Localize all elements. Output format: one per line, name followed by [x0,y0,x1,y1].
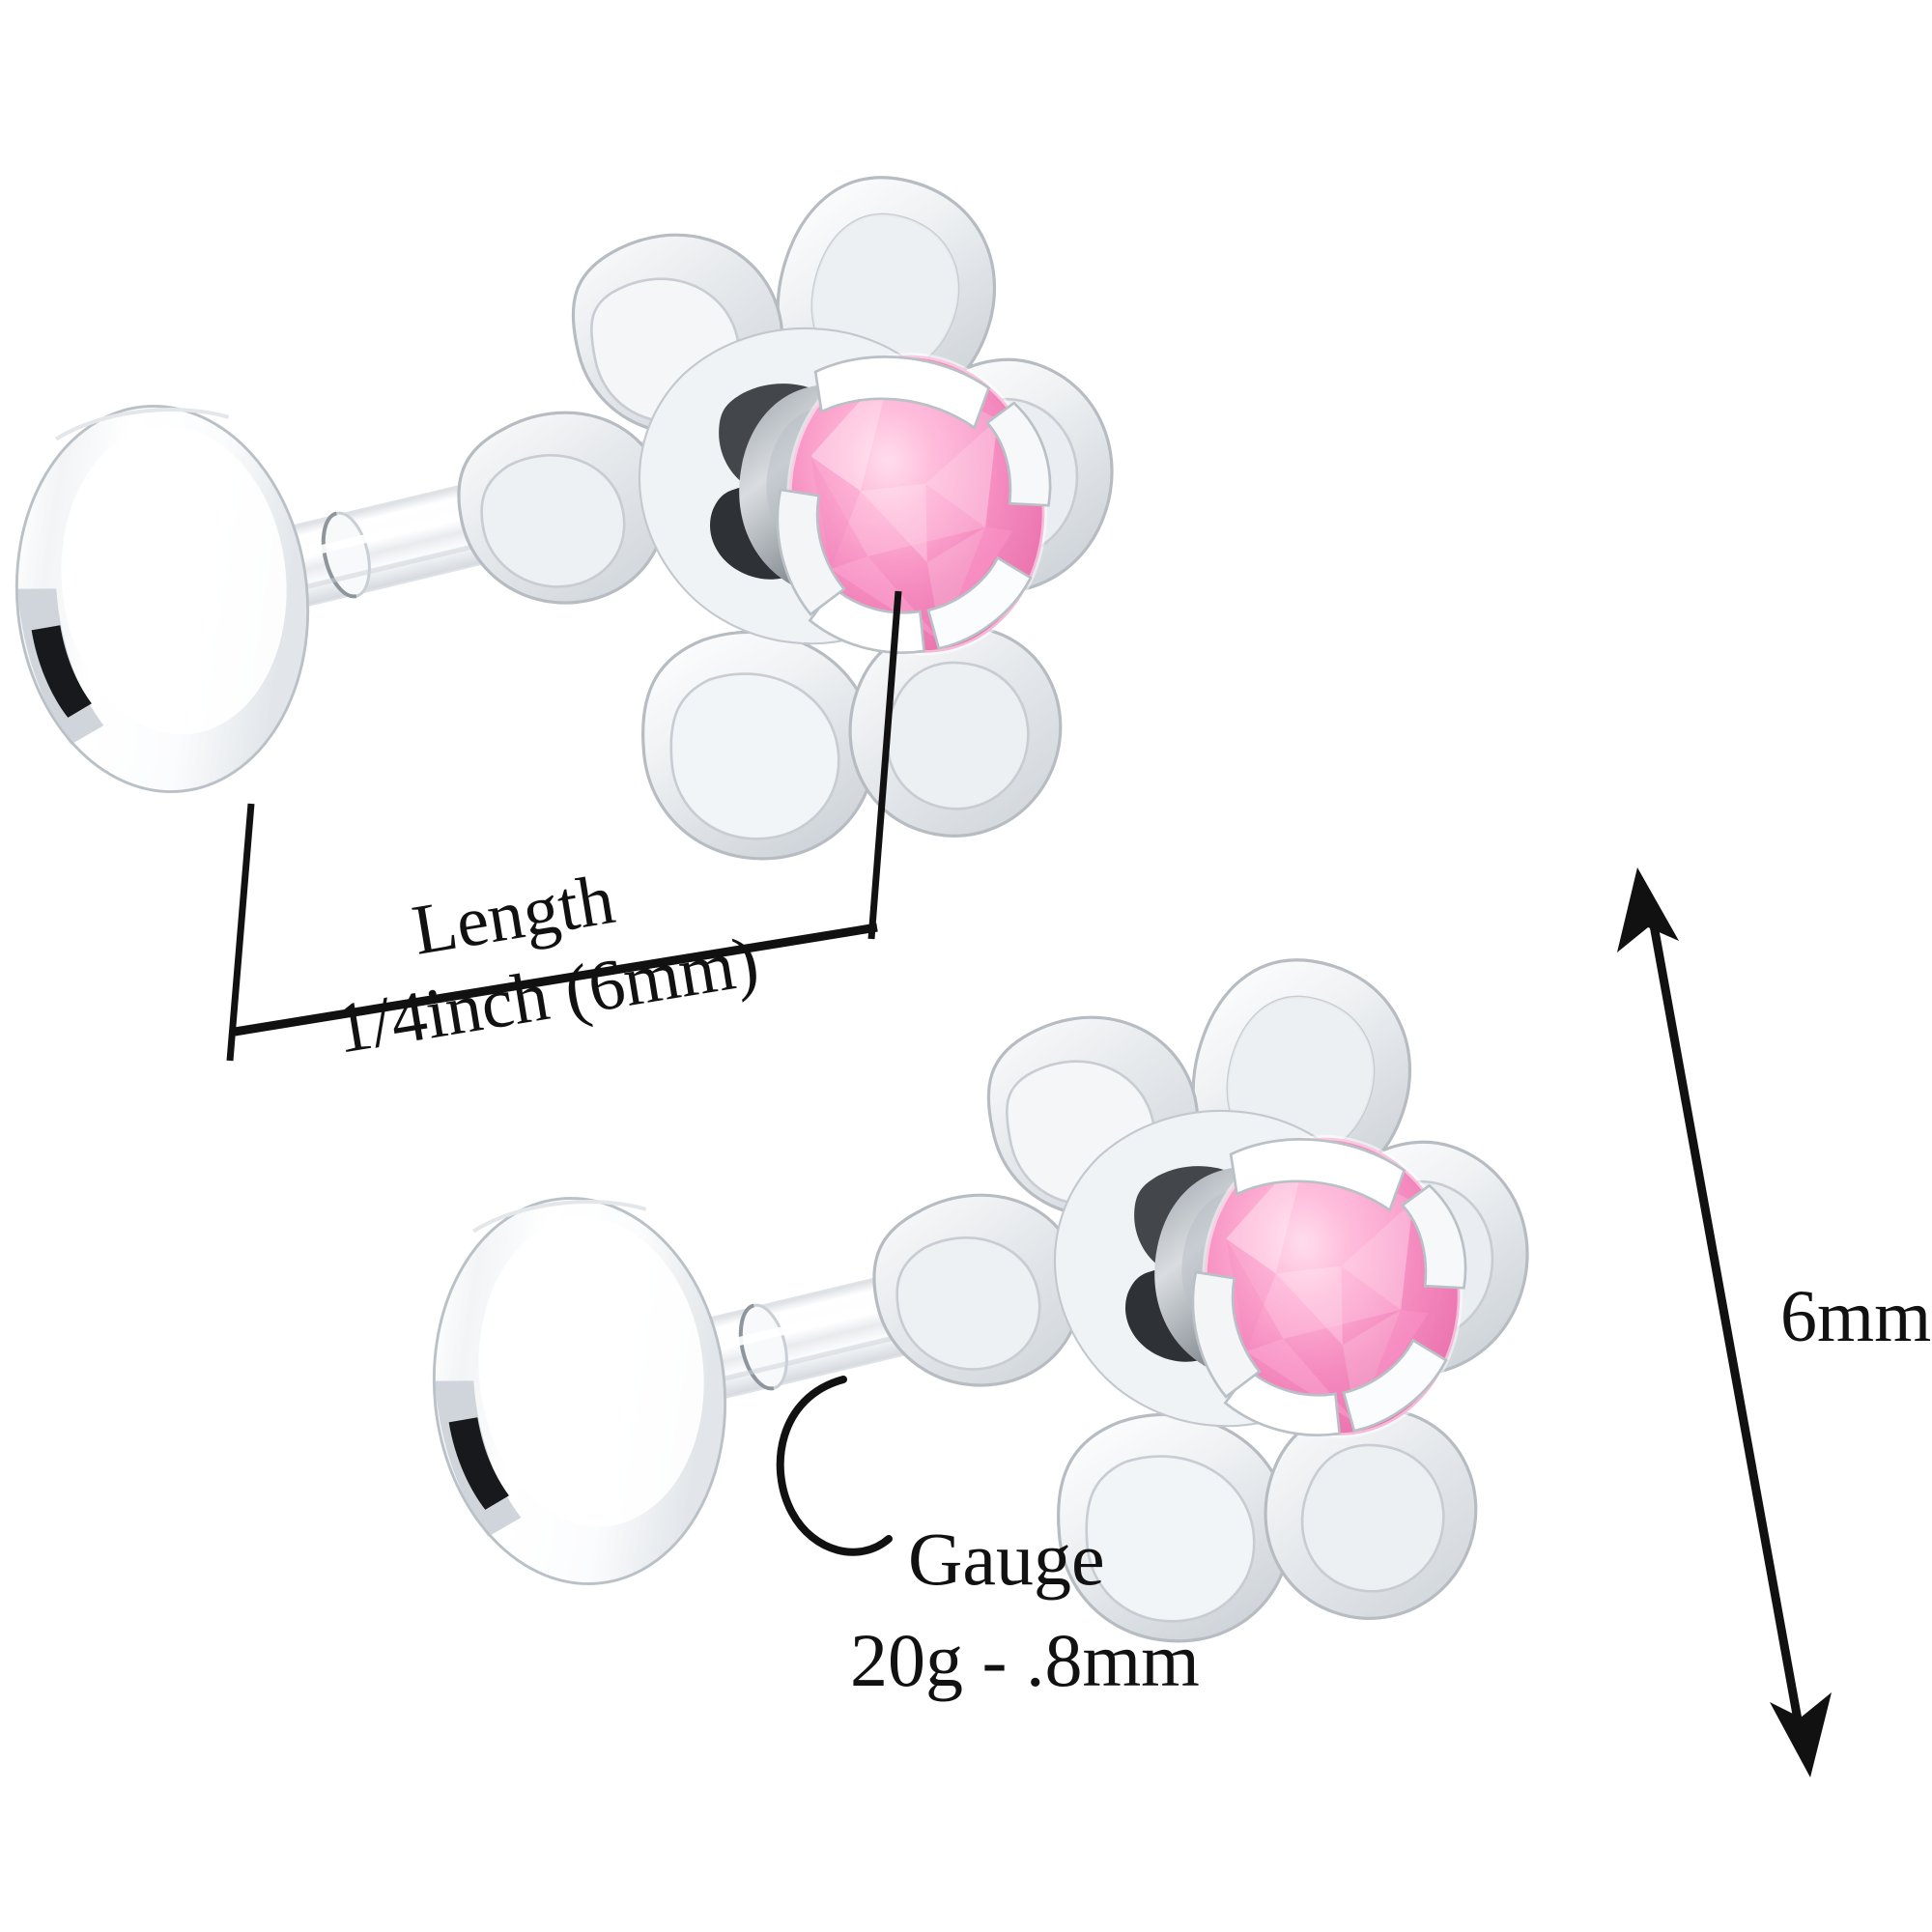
length-extension-right [867,590,902,940]
height-dimension: 6mm [1617,867,1931,1777]
height-arrowhead-bottom [1770,1692,1832,1777]
height-arrowhead-top [1617,867,1679,952]
gauge-leader-curve [776,1376,893,1556]
height-arrow-line [1644,897,1807,1747]
length-dimension: Length 1/4inch (6mm) [226,590,902,1069]
gauge-dimension: Gauge 20g - .8mm [776,1376,1200,1702]
length-dimension-line [234,923,878,1037]
gauge-label: Gauge [908,1517,1105,1601]
gauge-value: 20g - .8mm [850,1618,1200,1702]
length-extension-left [226,803,255,1062]
height-label: 6mm [1780,1276,1931,1357]
